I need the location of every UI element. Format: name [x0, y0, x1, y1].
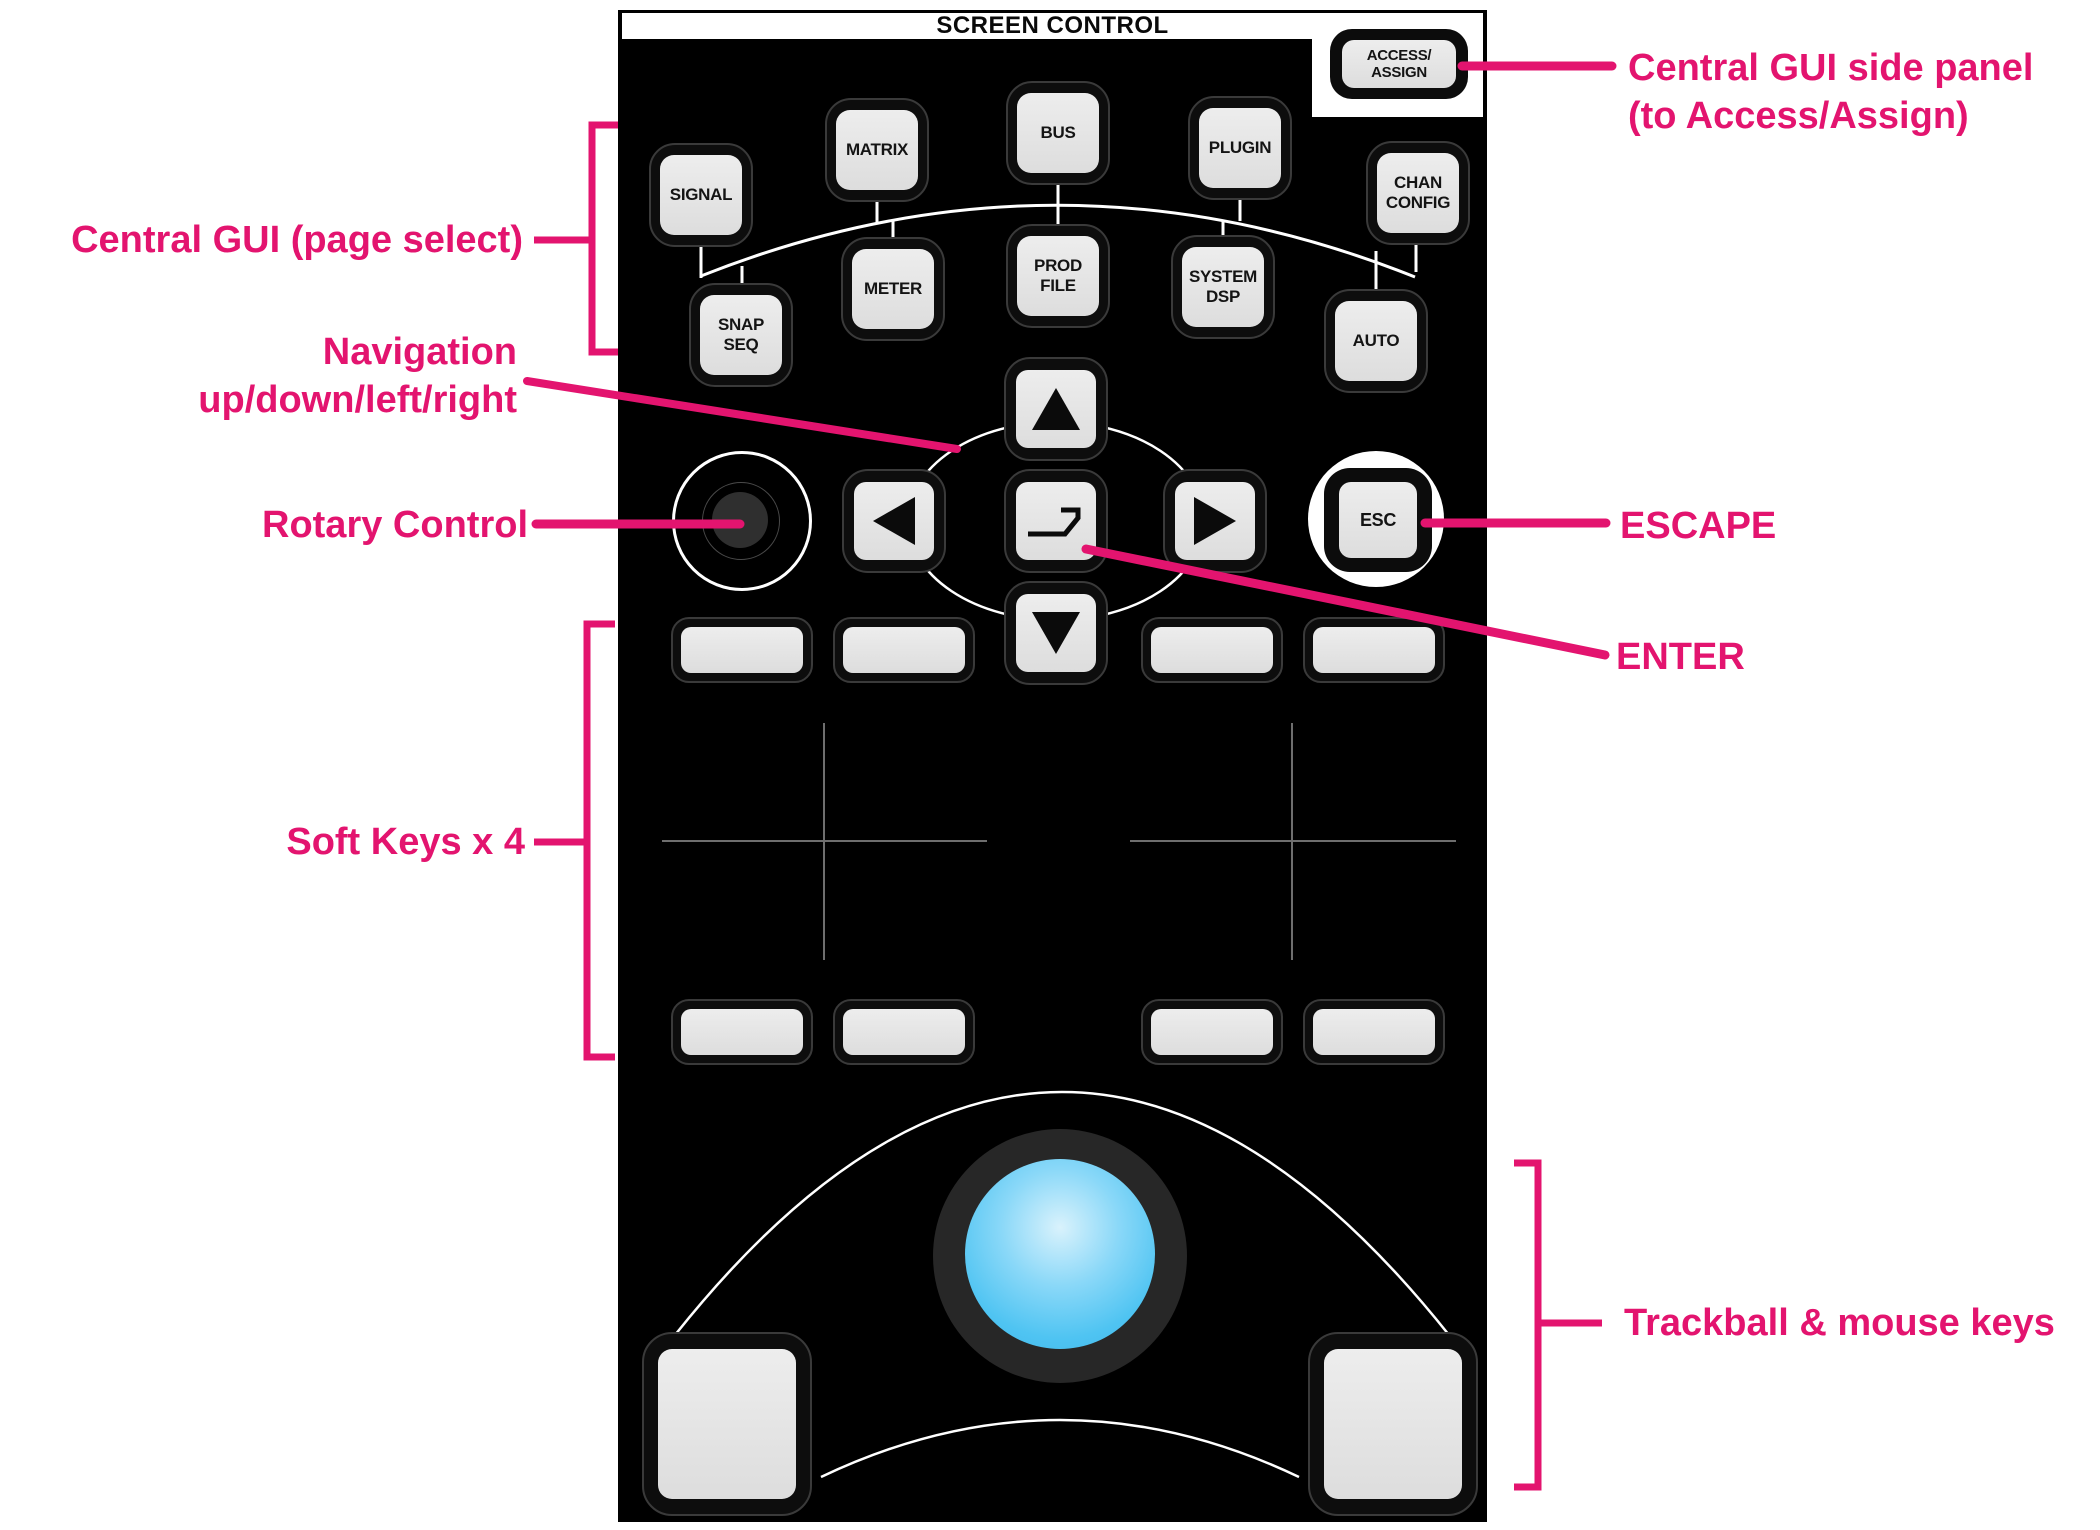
button-label: PROD FILE — [1034, 256, 1082, 295]
annotation-line: (to Access/Assign) — [1628, 95, 1969, 137]
annotation-access-panel: Central GUI side panel (to Access/Assign… — [1628, 44, 2033, 140]
button-label: MATRIX — [845, 140, 909, 159]
page-select-button-bus[interactable]: BUS — [1006, 81, 1110, 185]
page-select-button-snap-seq[interactable]: SNAP SEQ — [689, 283, 793, 387]
page-select-button-plugin[interactable]: PLUGIN — [1188, 96, 1292, 200]
nav-left-button[interactable] — [842, 469, 946, 573]
nav-down-button[interactable] — [1004, 581, 1108, 685]
soft-key-5[interactable] — [671, 999, 813, 1065]
annotation-line: Navigation — [322, 331, 517, 373]
annotation-soft-keys: Soft Keys x 4 — [286, 818, 525, 866]
up-arrow-icon — [1032, 388, 1080, 430]
annotation-trackball: Trackball & mouse keys — [1624, 1299, 2055, 1347]
annotation-line: Central GUI (page select) — [71, 219, 523, 261]
esc-label: ESC — [1359, 510, 1397, 530]
trackball-bracket — [1514, 1159, 1542, 1491]
access-assign-label: ACCESS/ ASSIGN — [1366, 47, 1432, 81]
page-select-button-meter[interactable]: METER — [841, 237, 945, 341]
soft-keys-bracket — [583, 620, 615, 1061]
soft-key-2[interactable] — [833, 617, 975, 683]
panel-title: SCREEN CONTROL — [936, 12, 1169, 39]
esc-button[interactable]: ESC — [1324, 468, 1432, 572]
page-select-button-auto[interactable]: AUTO — [1324, 289, 1428, 393]
right-arrow-icon — [1194, 497, 1236, 545]
page-select-button-signal[interactable]: SIGNAL — [649, 143, 753, 247]
annotation-page-select: Central GUI (page select) — [71, 216, 523, 264]
soft-key-3[interactable] — [1141, 617, 1283, 683]
button-label: AUTO — [1352, 331, 1400, 350]
soft-key-1[interactable] — [671, 617, 813, 683]
annotation-line: Trackball & mouse keys — [1624, 1302, 2055, 1344]
page-select-button-system-dsp[interactable]: SYSTEM DSP — [1171, 235, 1275, 339]
annotation-line: up/down/left/right — [198, 379, 517, 421]
soft-key-8[interactable] — [1303, 999, 1445, 1065]
annotation-line: Central GUI side panel — [1628, 47, 2034, 89]
annotation-rotary: Rotary Control — [262, 501, 528, 549]
annotation-line: ESCAPE — [1620, 505, 1777, 547]
soft-key-6[interactable] — [833, 999, 975, 1065]
button-label: SYSTEM DSP — [1188, 267, 1258, 306]
annotation-line: Soft Keys x 4 — [286, 821, 525, 863]
annotation-escape: ESCAPE — [1620, 502, 1776, 550]
annotation-line: Rotary Control — [262, 504, 528, 546]
button-label: METER — [863, 279, 922, 298]
button-label: SNAP SEQ — [717, 315, 765, 354]
trackball[interactable] — [965, 1159, 1155, 1349]
button-label: SIGNAL — [669, 185, 733, 204]
enter-icon — [1028, 507, 1081, 537]
mouse-key-left[interactable] — [642, 1332, 812, 1516]
nav-up-button[interactable] — [1004, 357, 1108, 461]
annotation-line: ENTER — [1616, 636, 1745, 678]
soft-key-7[interactable] — [1141, 999, 1283, 1065]
access-assign-button[interactable]: ACCESS/ ASSIGN — [1330, 29, 1468, 99]
annotation-navigation: Navigation up/down/left/right — [198, 328, 517, 424]
page-select-button-matrix[interactable]: MATRIX — [825, 98, 929, 202]
left-arrow-icon — [873, 497, 915, 545]
mouse-key-right[interactable] — [1308, 1332, 1478, 1516]
page-select-bracket — [588, 121, 618, 356]
nav-right-button[interactable] — [1163, 469, 1267, 573]
button-label: BUS — [1040, 123, 1076, 142]
down-arrow-icon — [1032, 612, 1080, 654]
page-select-button-chan-config[interactable]: CHAN CONFIG — [1366, 141, 1470, 245]
enter-button[interactable] — [1004, 469, 1108, 573]
annotation-enter: ENTER — [1616, 633, 1745, 681]
button-label: CHAN CONFIG — [1385, 173, 1451, 212]
rotary-control-knob[interactable] — [712, 492, 768, 548]
soft-key-4[interactable] — [1303, 617, 1445, 683]
page-select-button-prod-file[interactable]: PROD FILE — [1006, 224, 1110, 328]
button-label: PLUGIN — [1208, 138, 1272, 157]
